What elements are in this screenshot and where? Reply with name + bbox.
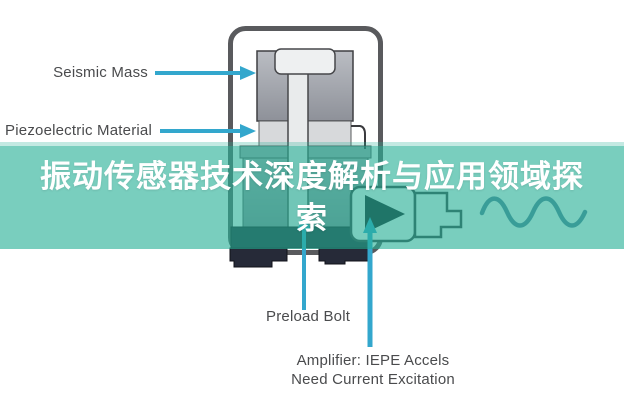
- preload-bolt-label: Preload Bolt: [266, 308, 351, 325]
- mounting-foot-left: [229, 247, 288, 268]
- piezoelectric-material-label: Piezoelectric Material: [5, 122, 152, 139]
- amplifier-label-line2: Need Current Excitation: [291, 371, 455, 388]
- banner-title-line1: 振动传感器技术深度解析与应用领域探: [40, 158, 584, 194]
- preload-bolt-head: [274, 48, 336, 75]
- amplifier-label-line1: Amplifier: IEPE Accels: [296, 352, 450, 369]
- amplifier-label: Amplifier: IEPE Accels Need Current Exci…: [290, 351, 456, 389]
- seismic-mass-arrowhead: [240, 66, 256, 80]
- seismic-mass-label: Seismic Mass: [53, 64, 148, 81]
- title-banner: 振动传感器技术深度解析与应用领域探 索: [0, 146, 624, 249]
- banner-title-line2: 索: [296, 200, 328, 236]
- signal-wire: [351, 125, 366, 149]
- mounting-foot-right: [318, 247, 372, 265]
- piezo-arrowhead: [240, 124, 256, 138]
